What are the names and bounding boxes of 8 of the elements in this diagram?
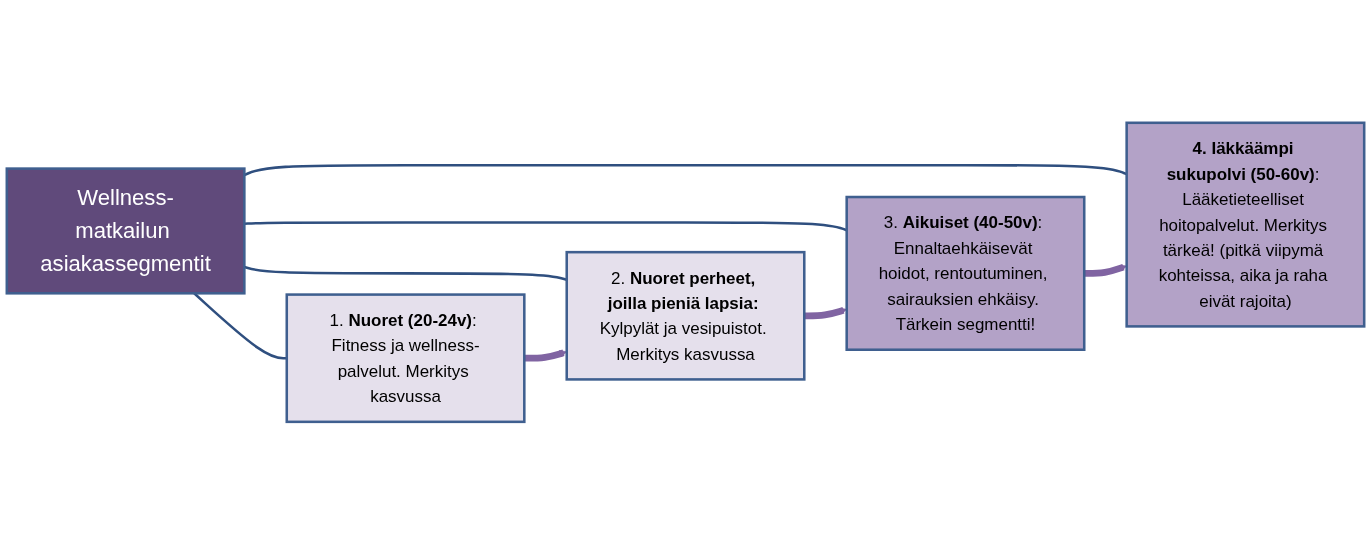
arrow — [804, 306, 848, 319]
node-box: Wellness-matkailun asiakassegmentit — [5, 167, 246, 295]
node-box: 4. Iäkkäämpi sukupolvi (50-60v): Lääketieteelliset hoitopalvelut. Merkitys tärkeä! (pitkä viipymä kohteissa, aika ja raha eivät rajoita) — [1125, 121, 1366, 328]
node-box: 2. Nuoret perheet, joilla pieniä lapsia: Kylpylät ja vesipuistot. Merkitys kasvussa — [565, 250, 806, 381]
arrow — [1084, 263, 1127, 277]
node-box: 3. Aikuiset (40-50v): Ennaltaehkäisevät hoidot, rentoutuminen, sairauksien ehkäisy. Tärkein segmentti! — [845, 195, 1086, 351]
node-box: 1. Nuoret (20-24v): Fitness ja wellness-palvelut. Merkitys kasvussa — [285, 293, 526, 423]
arrow — [524, 349, 568, 362]
